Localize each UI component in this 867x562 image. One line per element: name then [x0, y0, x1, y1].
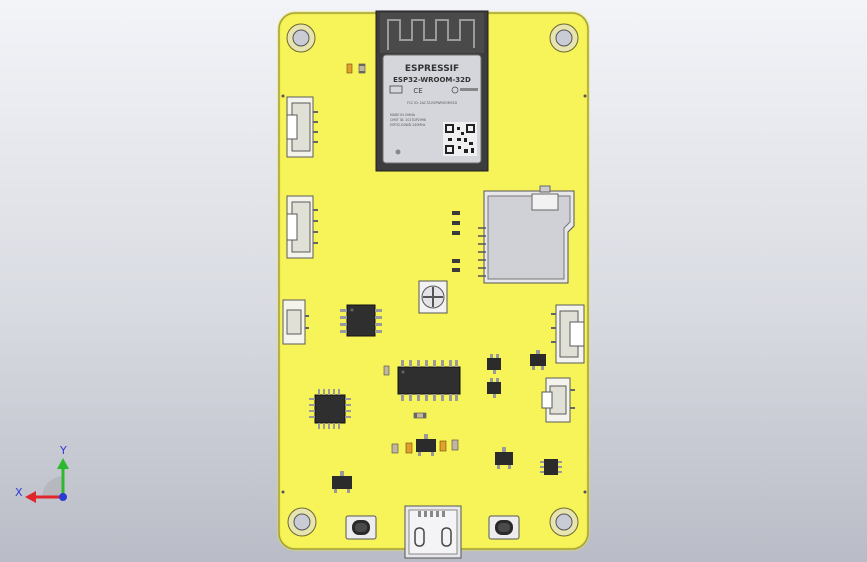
transistor-q5 — [332, 471, 352, 493]
sd-card-slot[interactable] — [478, 185, 575, 284]
pin1-marker — [395, 149, 401, 155]
mounting-hole-bottom-right — [549, 507, 579, 537]
cert-text-bar — [460, 88, 478, 91]
smd-inductor — [413, 412, 427, 419]
module-cert-line: FCC ID: 2AC7Z-ESPWROOM32D — [407, 101, 458, 105]
reset-button[interactable] — [345, 515, 377, 540]
left-connector-middle[interactable] — [286, 195, 318, 259]
potentiometer[interactable] — [418, 280, 448, 314]
esp32-module[interactable]: ESPRESSIF ESP32-WROOM-32D CE FCC ID: 2AC… — [375, 10, 489, 172]
mounting-hole-top-left — [286, 23, 316, 53]
smd-resistor-r2 — [358, 63, 366, 74]
mounting-hole-bottom-left — [287, 507, 317, 537]
right-connector-bottom[interactable] — [541, 377, 575, 423]
smd-capacitor-row — [391, 439, 459, 454]
z-axis-dot — [59, 493, 67, 501]
right-connector-top[interactable] — [551, 304, 585, 364]
regulator-sot23 — [416, 434, 436, 456]
module-model: ESP32-WROOM-32D — [393, 76, 471, 84]
ic-qfp — [309, 389, 351, 429]
antenna-trace — [387, 19, 475, 50]
smd-array-column — [452, 211, 460, 272]
left-connector-top[interactable] — [286, 96, 318, 158]
edge-vias — [281, 94, 587, 494]
module-brand: ESPRESSIF — [405, 64, 459, 74]
ic-sot6 — [540, 459, 562, 475]
mounting-hole-top-right — [549, 23, 579, 53]
y-axis-label: Y — [59, 444, 67, 457]
boot-button[interactable] — [488, 515, 520, 540]
transistor-q3 — [530, 350, 546, 370]
qr-code-icon — [443, 122, 477, 156]
ic-soic16 — [397, 360, 461, 401]
ic-soic8 — [340, 304, 382, 337]
coordinate-triad: Y X — [15, 444, 69, 503]
cert-icon — [451, 86, 459, 94]
smd-resistor-r3 — [383, 365, 390, 376]
left-connector-small[interactable] — [282, 299, 309, 345]
usb-c-connector[interactable] — [404, 505, 462, 559]
transistor-q4 — [495, 447, 513, 469]
transistor-q1 — [487, 354, 501, 374]
ce-mark-icon: CE — [413, 87, 422, 95]
module-info-1: MADE IN CHINA — [390, 113, 416, 117]
module-info-3: ESP32-D0WD 240MHz — [390, 123, 425, 127]
transistor-q2 — [487, 378, 501, 398]
smd-resistor-r1 — [346, 63, 353, 74]
x-axis-label: X — [15, 486, 23, 499]
module-info-2: CMIIT ID: 2017DP2998 — [390, 118, 426, 122]
wifi-logo-icon — [389, 85, 403, 94]
